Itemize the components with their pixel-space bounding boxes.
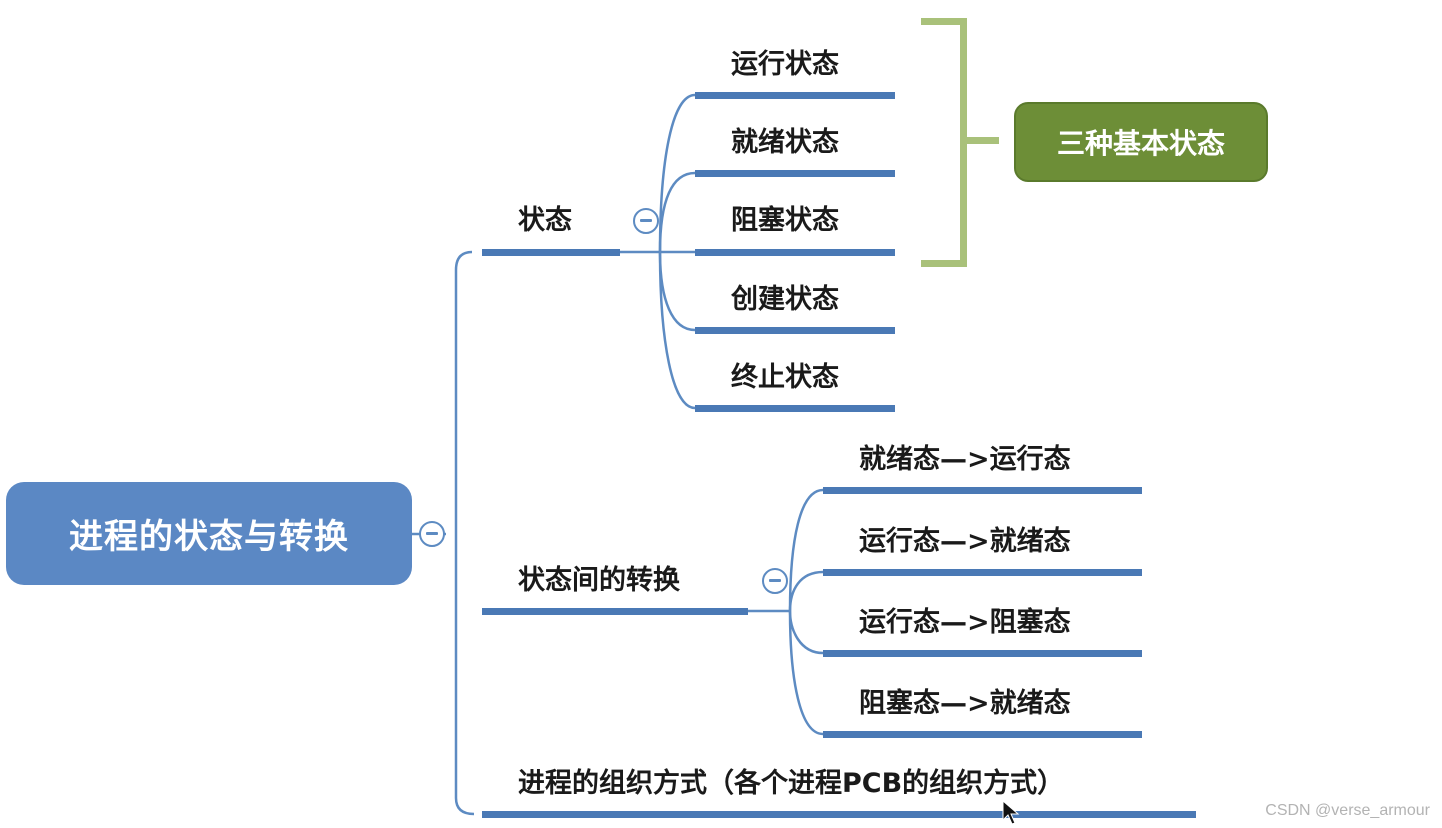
branch-transitions-collapse-icon[interactable] [762,568,788,594]
branch-transitions-label[interactable]: 状态间的转换 [518,565,680,596]
branch-states-label[interactable]: 状态 [518,205,572,236]
summary-topic-label: 三种基本状态 [1056,127,1225,160]
state-terminated-label[interactable]: 终止状态 [731,362,839,393]
summary-bracket-stub [967,137,999,144]
state-running-line [695,92,895,99]
transition-ready-running-label[interactable]: 就绪态—>运行态 [859,444,1071,475]
state-blocked-line [695,249,895,256]
root-topic[interactable]: 进程的状态与转换 [6,482,412,585]
state-created-line [695,327,895,334]
state-running-label[interactable]: 运行状态 [731,49,839,80]
transition-running-blocked-label[interactable]: 运行态—>阻塞态 [859,607,1071,638]
summary-bracket [921,18,967,267]
state-ready-label[interactable]: 就绪状态 [731,127,839,158]
mouse-cursor-icon [1002,800,1020,825]
branch-organization-line [482,811,1196,818]
transition-blocked-ready-label[interactable]: 阻塞态—>就绪态 [859,688,1071,719]
branch-states-line [482,249,620,256]
root-collapse-icon[interactable] [419,521,445,547]
branch-states-collapse-icon[interactable] [633,208,659,234]
transition-running-ready-line [823,569,1142,576]
summary-topic[interactable]: 三种基本状态 [1014,102,1268,182]
transition-blocked-ready-line [823,731,1142,738]
transition-running-blocked-line [823,650,1142,657]
root-topic-label: 进程的状态与转换 [69,517,349,557]
branch-organization-label[interactable]: 进程的组织方式（各个进程PCB的组织方式） [518,768,1065,799]
state-terminated-line [695,405,895,412]
state-ready-line [695,170,895,177]
state-blocked-label[interactable]: 阻塞状态 [731,205,839,236]
watermark: CSDN @verse_armour [1265,802,1430,819]
branch-transitions-line [482,608,748,615]
transition-ready-running-line [823,487,1142,494]
transition-running-ready-label[interactable]: 运行态—>就绪态 [859,526,1071,557]
state-created-label[interactable]: 创建状态 [731,284,839,315]
